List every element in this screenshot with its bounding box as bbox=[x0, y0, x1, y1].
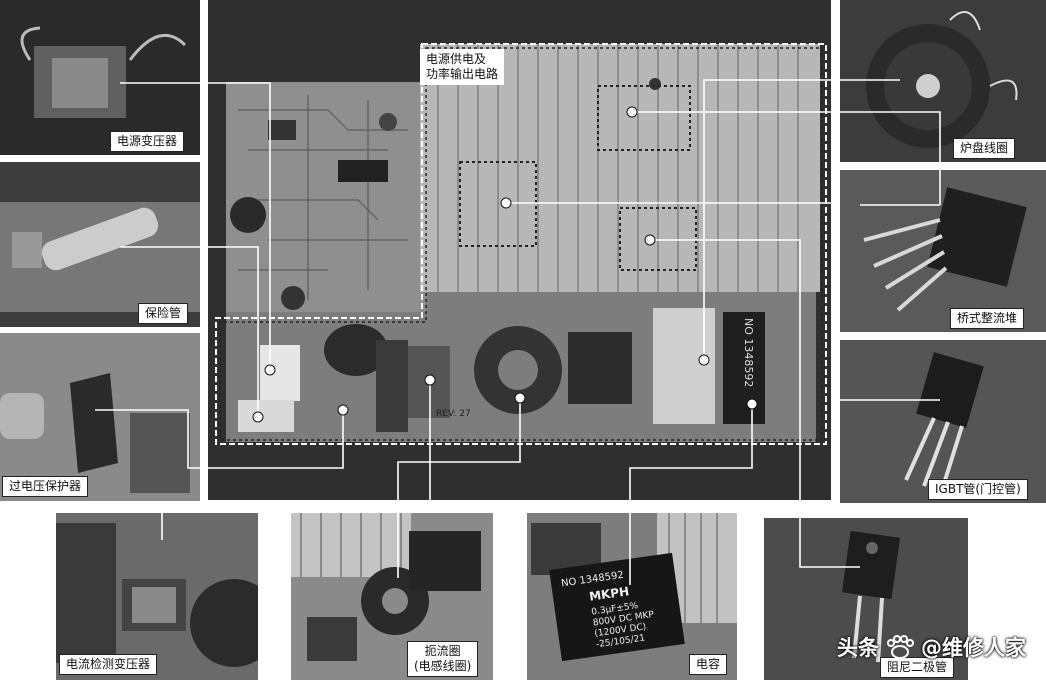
rectifier-body bbox=[927, 187, 1027, 287]
power-transformer-drawing bbox=[20, 26, 187, 118]
ic-chip-small bbox=[268, 120, 296, 140]
rev-marking: REV: 27 bbox=[436, 409, 471, 419]
current-transformer-drawing bbox=[56, 523, 258, 667]
coil-plate-photo: 炉盘线圈 bbox=[840, 0, 1046, 162]
watermark-source: 头条 bbox=[837, 636, 879, 660]
pcb-traces bbox=[238, 95, 408, 300]
nearby-component bbox=[130, 413, 190, 493]
ct-cap bbox=[56, 523, 116, 663]
fuse-label: 保险管 bbox=[138, 303, 189, 324]
ct-choke bbox=[190, 579, 258, 667]
coil-plate-drawing bbox=[866, 11, 1018, 148]
transformer-lead-2 bbox=[20, 26, 41, 61]
choke-label: 扼流圈 (电感线圈) bbox=[407, 641, 479, 677]
bridge-rectifier-photo: 桥式整流堆 bbox=[840, 170, 1046, 332]
transformer-winding bbox=[52, 58, 108, 108]
heatsink-hole bbox=[649, 78, 661, 90]
watermark-author: @维修人家 bbox=[921, 636, 1026, 660]
ct-winding bbox=[132, 587, 176, 623]
capacitor-label: 电容 bbox=[689, 654, 728, 675]
coil-plate-label: 炉盘线圈 bbox=[953, 138, 1016, 159]
capacitor-marking: NO 1348592 bbox=[742, 318, 755, 387]
current-transformer-body bbox=[408, 346, 450, 418]
current-transformer-label: 电流检测变压器 bbox=[59, 654, 158, 675]
damper-diode-label: 阻尼二极管 bbox=[880, 657, 955, 678]
choke-center bbox=[498, 350, 538, 390]
diode-pins bbox=[852, 595, 884, 663]
main-board-drawing: NO 1348592 REV: 27 bbox=[215, 43, 827, 445]
surge-metal bbox=[0, 393, 44, 439]
choke-cap-block bbox=[409, 531, 481, 591]
buzzer bbox=[230, 197, 266, 233]
power-transformer-photo: 电源变压器 bbox=[0, 0, 200, 155]
coil-lead-2 bbox=[989, 79, 1018, 101]
surge-protector-label: 过电压保护器 bbox=[2, 476, 89, 497]
capacitor-photo: NO 1348592 MKPH 0.3μF±5% 800V DC MKP (12… bbox=[527, 513, 737, 680]
watermark: 头条 @维修人家 bbox=[837, 632, 1026, 662]
varistor-disc bbox=[70, 373, 118, 473]
electrolytic-cap bbox=[281, 286, 305, 310]
power-transformer-label: 电源变压器 bbox=[110, 131, 185, 152]
cap-model: MKPH bbox=[588, 584, 630, 603]
surge-protector-photo: 过电压保护器 bbox=[0, 333, 200, 501]
igbt-label: IGBT管(门控管) bbox=[928, 479, 1028, 500]
fuse-photo: 保险管 bbox=[0, 162, 200, 327]
power-transformer-pcb bbox=[260, 345, 300, 401]
control-circuit-area bbox=[226, 82, 426, 312]
main-board-photo: NO 1348592 REV: 27 电源供电及 功率输出电路 bbox=[208, 0, 831, 500]
ic-chip bbox=[338, 160, 388, 182]
electrolytic-cap-small bbox=[379, 113, 397, 131]
igbt-region bbox=[459, 161, 537, 247]
igbt-body bbox=[916, 352, 984, 428]
paw-icon bbox=[887, 635, 914, 659]
coil-lead bbox=[949, 11, 981, 31]
transformer-lead bbox=[128, 34, 187, 61]
igbt-photo: IGBT管(门控管) bbox=[840, 340, 1046, 503]
film-cap-left bbox=[376, 340, 408, 432]
fuse-holder-pcb bbox=[238, 400, 294, 432]
terminal-plate bbox=[653, 308, 715, 424]
coil-center bbox=[916, 74, 940, 98]
choke-hole bbox=[382, 588, 408, 614]
choke-small-part bbox=[307, 617, 357, 661]
diode-hole bbox=[866, 542, 878, 554]
power-circuit-label: 电源供电及 功率输出电路 bbox=[420, 49, 505, 85]
diode-body bbox=[841, 530, 901, 600]
choke-cap bbox=[568, 332, 632, 404]
current-transformer-photo: 电流检测变压器 bbox=[56, 513, 258, 680]
bridge-rectifier-label: 桥式整流堆 bbox=[950, 308, 1025, 329]
power-circuit-outline-inner bbox=[219, 47, 823, 441]
fuse-clip bbox=[12, 232, 42, 268]
choke-photo: 扼流圈 (电感线圈) bbox=[291, 513, 493, 680]
varistor-body bbox=[324, 324, 388, 376]
